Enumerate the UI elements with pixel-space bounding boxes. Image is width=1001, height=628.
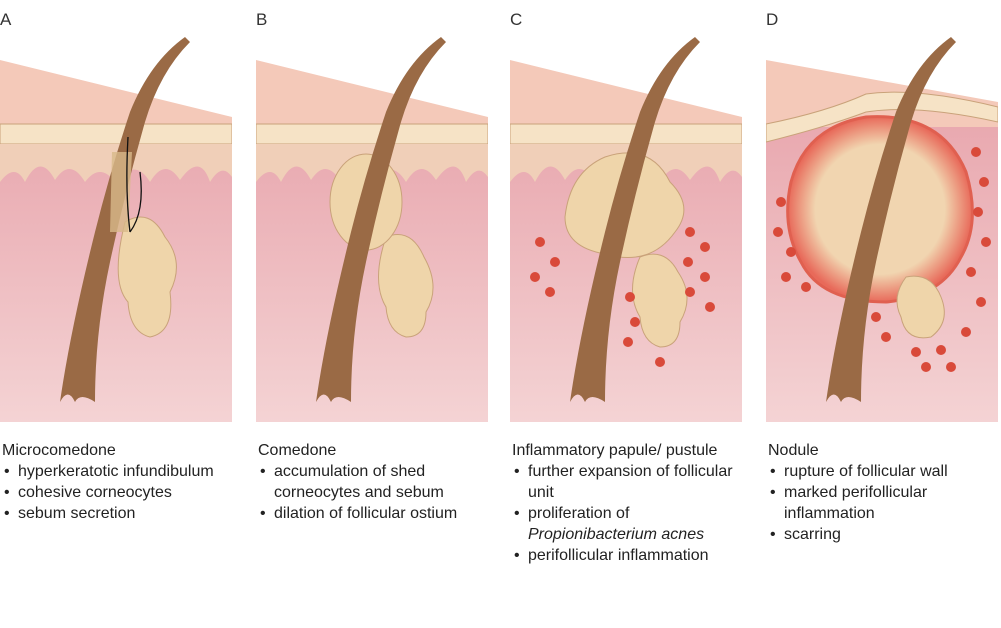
panel-letter: D <box>766 10 778 30</box>
caption-title: Microcomedone <box>2 440 234 461</box>
panel-letter: C <box>510 10 522 30</box>
bullet-item: rupture of follicular wall <box>768 461 1000 482</box>
bullet-item: scarring <box>768 524 1000 545</box>
inflammatory-papule-illustration <box>510 32 742 422</box>
bullet-list: accumulation of shed corneocytes and seb… <box>258 461 490 524</box>
skin-surface <box>510 60 742 124</box>
microcomedone-illustration <box>0 32 232 422</box>
bullet-list: rupture of follicular wall marked perifo… <box>768 461 1000 545</box>
epidermis <box>510 124 742 144</box>
caption-title: Nodule <box>768 440 1000 461</box>
bullet-item: perifollicular inflammation <box>512 545 744 566</box>
panel-a: A Microcomedone hyperkeratotic infundibu… <box>0 0 232 628</box>
bullet-text: proliferation of <box>528 505 629 522</box>
bullet-list: hyperkeratotic infundibulum cohesive cor… <box>2 461 234 524</box>
caption-title: Comedone <box>258 440 490 461</box>
bacteria-name: Propionibacterium acnes <box>528 526 704 543</box>
epidermis <box>0 124 232 144</box>
panel-caption: Comedone accumulation of shed corneocyte… <box>258 440 490 524</box>
bullet-list: further expansion of follicular unit pro… <box>512 461 744 566</box>
panel-letter: A <box>0 10 11 30</box>
panel-d: D Nodule rupture of follicular wall <box>766 0 1001 628</box>
panel-c: C Inflammatory papule/ pustule further e… <box>510 0 742 628</box>
bullet-item: accumulation of shed corneocytes and seb… <box>258 461 490 503</box>
bullet-item: dilation of follicular ostium <box>258 503 490 524</box>
panel-caption: Nodule rupture of follicular wall marked… <box>768 440 1000 545</box>
caption-title: Inflammatory papule/ pustule <box>512 440 744 461</box>
skin-surface <box>256 60 488 124</box>
skin-surface <box>0 60 232 124</box>
panel-letter: B <box>256 10 267 30</box>
bullet-item: sebum secretion <box>2 503 234 524</box>
bullet-item: cohesive corneocytes <box>2 482 234 503</box>
panel-b: B Comedone accumulation of shed corneocy… <box>256 0 488 628</box>
nodule-illustration <box>766 32 998 422</box>
comedone-illustration <box>256 32 488 422</box>
bullet-item: hyperkeratotic infundibulum <box>2 461 234 482</box>
panel-caption: Inflammatory papule/ pustule further exp… <box>512 440 744 566</box>
bullet-item: further expansion of follicular unit <box>512 461 744 503</box>
epidermis <box>256 124 488 144</box>
bullet-item: proliferation of Propionibacterium acnes <box>512 503 744 545</box>
panel-caption: Microcomedone hyperkeratotic infundibulu… <box>2 440 234 524</box>
bullet-item: marked perifollicular inflammation <box>768 482 1000 524</box>
